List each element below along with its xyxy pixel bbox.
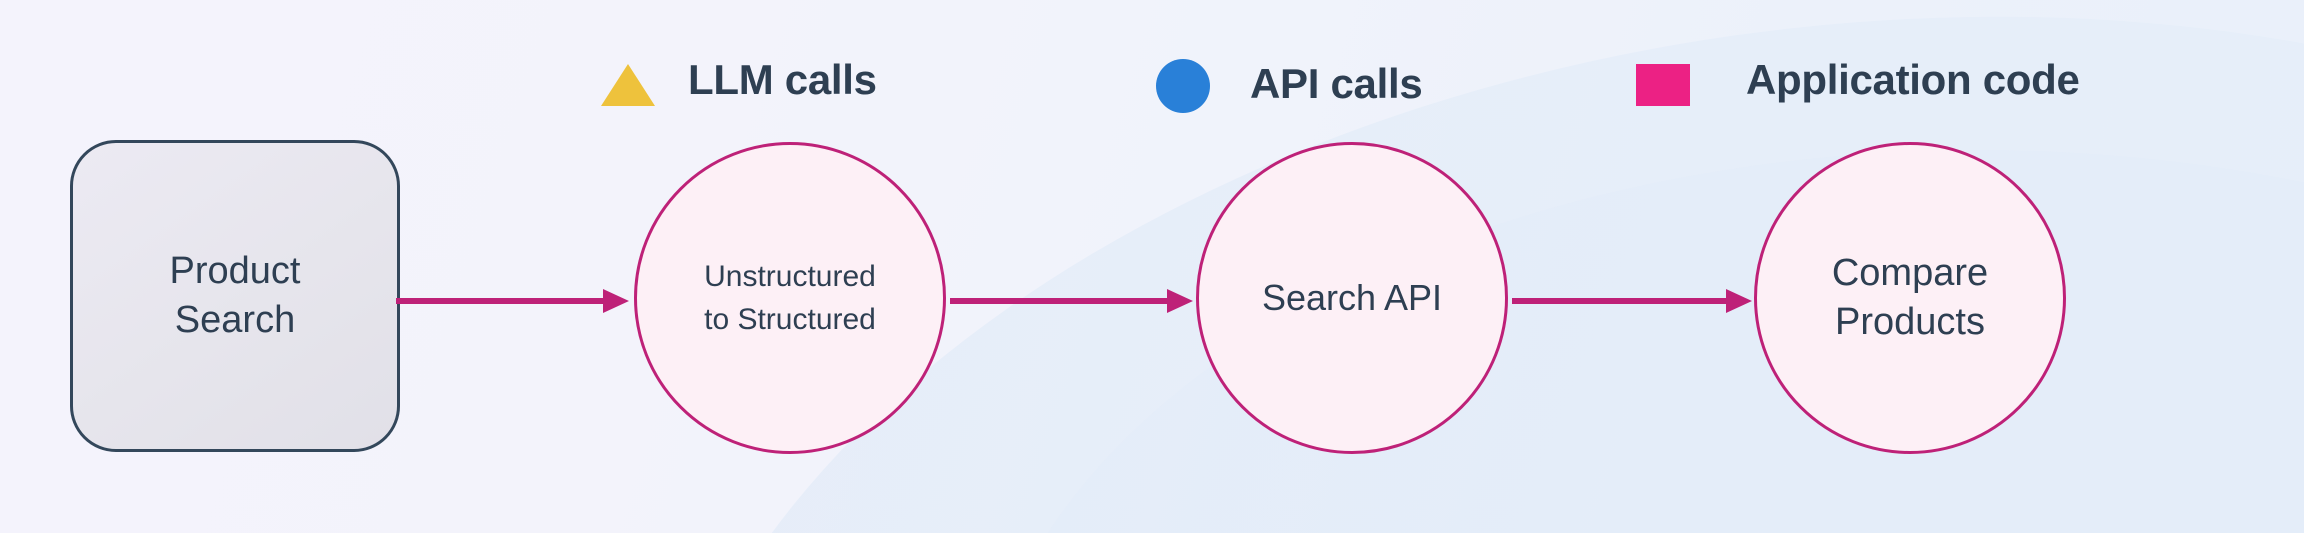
- edge-line: [1512, 298, 1726, 304]
- node-label-compare-products: Compare Products: [1832, 249, 1988, 346]
- node-label-line: Products: [1835, 301, 1985, 343]
- edge-line: [950, 298, 1167, 304]
- arrowhead-right-icon: [603, 289, 629, 313]
- arrowhead-right-icon: [1726, 289, 1752, 313]
- node-label-line: to Structured: [704, 303, 876, 336]
- node-label-search-api: Search API: [1261, 276, 1443, 318]
- legend-item-llm-calls: LLM calls: [601, 54, 877, 106]
- node-label-unstructured-to-structured: Unstructured to Structured: [704, 255, 876, 342]
- node-compare-products[interactable]: Compare Products: [1754, 142, 2066, 454]
- legend-label-application-code: Application code: [1746, 56, 2080, 103]
- arrowhead-right-icon: [1167, 289, 1193, 313]
- circle-marker-icon: [1156, 59, 1210, 113]
- edge-unstructured-to-search-api: [950, 289, 1193, 313]
- edge-search-api-to-compare-products: [1512, 289, 1752, 313]
- node-unstructured-to-structured[interactable]: Unstructured to Structured: [634, 142, 946, 454]
- legend-label-llm-calls: LLM calls: [688, 56, 877, 103]
- legend-label-api-calls: API calls: [1250, 59, 1423, 107]
- node-search-api[interactable]: Search API: [1196, 142, 1508, 454]
- triangle-marker-icon: [601, 64, 655, 106]
- node-label-product-search: Product Search: [170, 247, 301, 344]
- legend: LLM calls API calls Application code: [0, 0, 2304, 130]
- node-product-search[interactable]: Product Search: [70, 140, 400, 452]
- edge-line: [396, 298, 603, 304]
- legend-item-application-code: Application code: [1636, 54, 2080, 106]
- legend-item-api-calls: API calls: [1156, 54, 1423, 113]
- edge-product-search-to-unstructured: [396, 289, 629, 313]
- node-label-line: Unstructured: [704, 259, 876, 293]
- node-label-line: Compare: [1831, 252, 1989, 295]
- square-marker-icon: [1636, 64, 1690, 106]
- node-label-line: Search: [174, 299, 296, 341]
- node-label-line: Product: [169, 250, 301, 293]
